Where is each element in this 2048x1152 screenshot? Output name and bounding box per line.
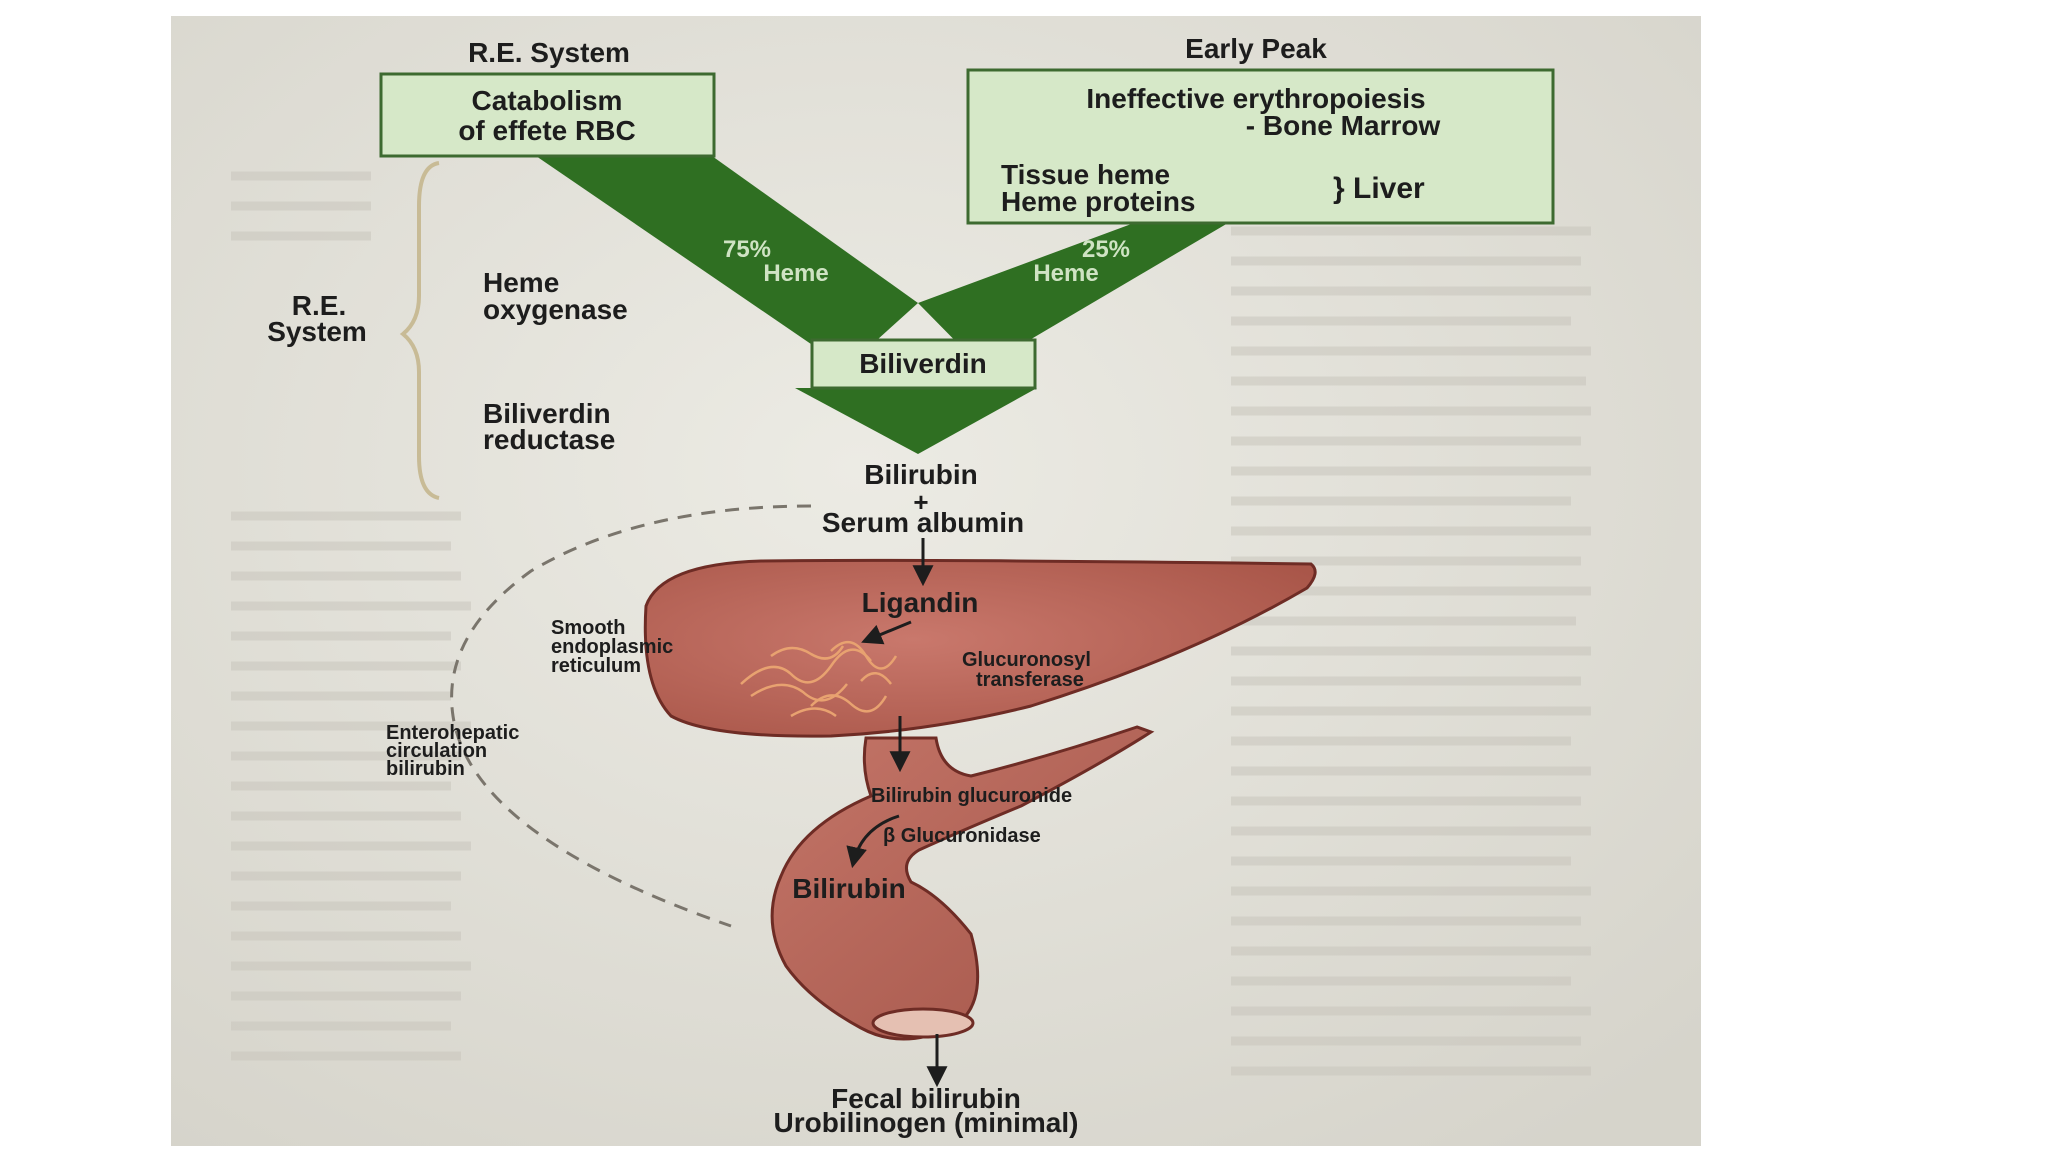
arrow-glucuronide-to-bilirubin	[846, 814, 900, 869]
gut-bilirubin-label: Bilirubin	[792, 873, 906, 904]
catabolism-line2: of effete RBC	[458, 115, 635, 146]
liver-brace-label: } Liver	[1333, 172, 1425, 205]
heading-re-system: R.E. System	[468, 37, 630, 68]
catabolism-line1: Catabolism	[472, 85, 623, 116]
catabolism-box: Catabolism of effete RBC	[379, 72, 716, 158]
gut-opening	[871, 1007, 975, 1039]
udpgt-line2: transferase	[976, 669, 1084, 691]
brace-label-line1: R.E.	[292, 290, 346, 321]
serum-albumin-label: Serum albumin	[822, 507, 1024, 538]
enterohepatic-dashed-loop	[450, 504, 812, 928]
reticulum-squiggles	[740, 641, 898, 718]
early-line2: - Bone Marrow	[1246, 110, 1441, 141]
heading-early-peak: Early Peak	[1185, 33, 1327, 64]
ligandin-label: Ligandin	[862, 587, 979, 618]
background-text-lines	[231, 171, 1591, 1076]
ser-line2: endoplasmic	[551, 636, 673, 658]
arrow-ligandin-to-ser	[861, 620, 912, 645]
ser-line1: Smooth	[551, 617, 625, 639]
biliverdin-reductase-line2: reductase	[483, 424, 615, 455]
enterohepatic-line1: Enterohepatic	[386, 722, 519, 744]
udpgt-line1: Glucuronosyl	[962, 649, 1091, 671]
green-arrow-down	[795, 388, 1037, 454]
right-arm-label: Heme	[1033, 260, 1098, 287]
liver-shape	[643, 558, 1317, 738]
biliverdin-reductase-line1: Biliverdin	[483, 398, 611, 429]
biliverdin-label: Biliverdin	[859, 348, 987, 379]
re-system-brace	[399, 161, 440, 500]
urobilinogen-label: Urobilinogen (minimal)	[774, 1107, 1079, 1138]
left-arm-percent: 75%	[723, 236, 771, 263]
bilirubin-metabolism-diagram: R.E. System Early Peak Catabolism of eff…	[171, 16, 1701, 1146]
bilirubin-top-label: Bilirubin	[864, 459, 978, 490]
enterohepatic-line3: bilirubin	[386, 758, 465, 780]
ser-line3: reticulum	[551, 655, 641, 677]
green-arrow-right-arm	[918, 223, 1228, 368]
left-arm-label: Heme	[763, 260, 828, 287]
glucuronidase-label: β Glucuronidase	[883, 825, 1041, 847]
enterohepatic-line2: circulation	[386, 740, 487, 762]
fecal-bilirubin-label: Fecal bilirubin	[831, 1083, 1021, 1114]
heme-oxygenase-line2: oxygenase	[483, 294, 628, 325]
early-line4: Heme proteins	[1001, 186, 1196, 217]
plus-sign: +	[913, 487, 928, 517]
gut-shape	[770, 725, 1155, 1041]
early-line1: Ineffective erythropoiesis	[1086, 83, 1425, 114]
early-line3: Tissue heme	[1001, 159, 1170, 190]
heme-oxygenase-line1: Heme	[483, 267, 559, 298]
early-peak-box: Ineffective erythropoiesis - Bone Marrow…	[966, 68, 1555, 225]
biliverdin-box: Biliverdin	[810, 338, 1037, 390]
green-arrow-left-arm	[536, 156, 918, 368]
glucuronide-label: Bilirubin glucuronide	[871, 785, 1072, 807]
brace-label-line2: System	[267, 316, 367, 347]
right-arm-percent: 25%	[1082, 236, 1130, 263]
